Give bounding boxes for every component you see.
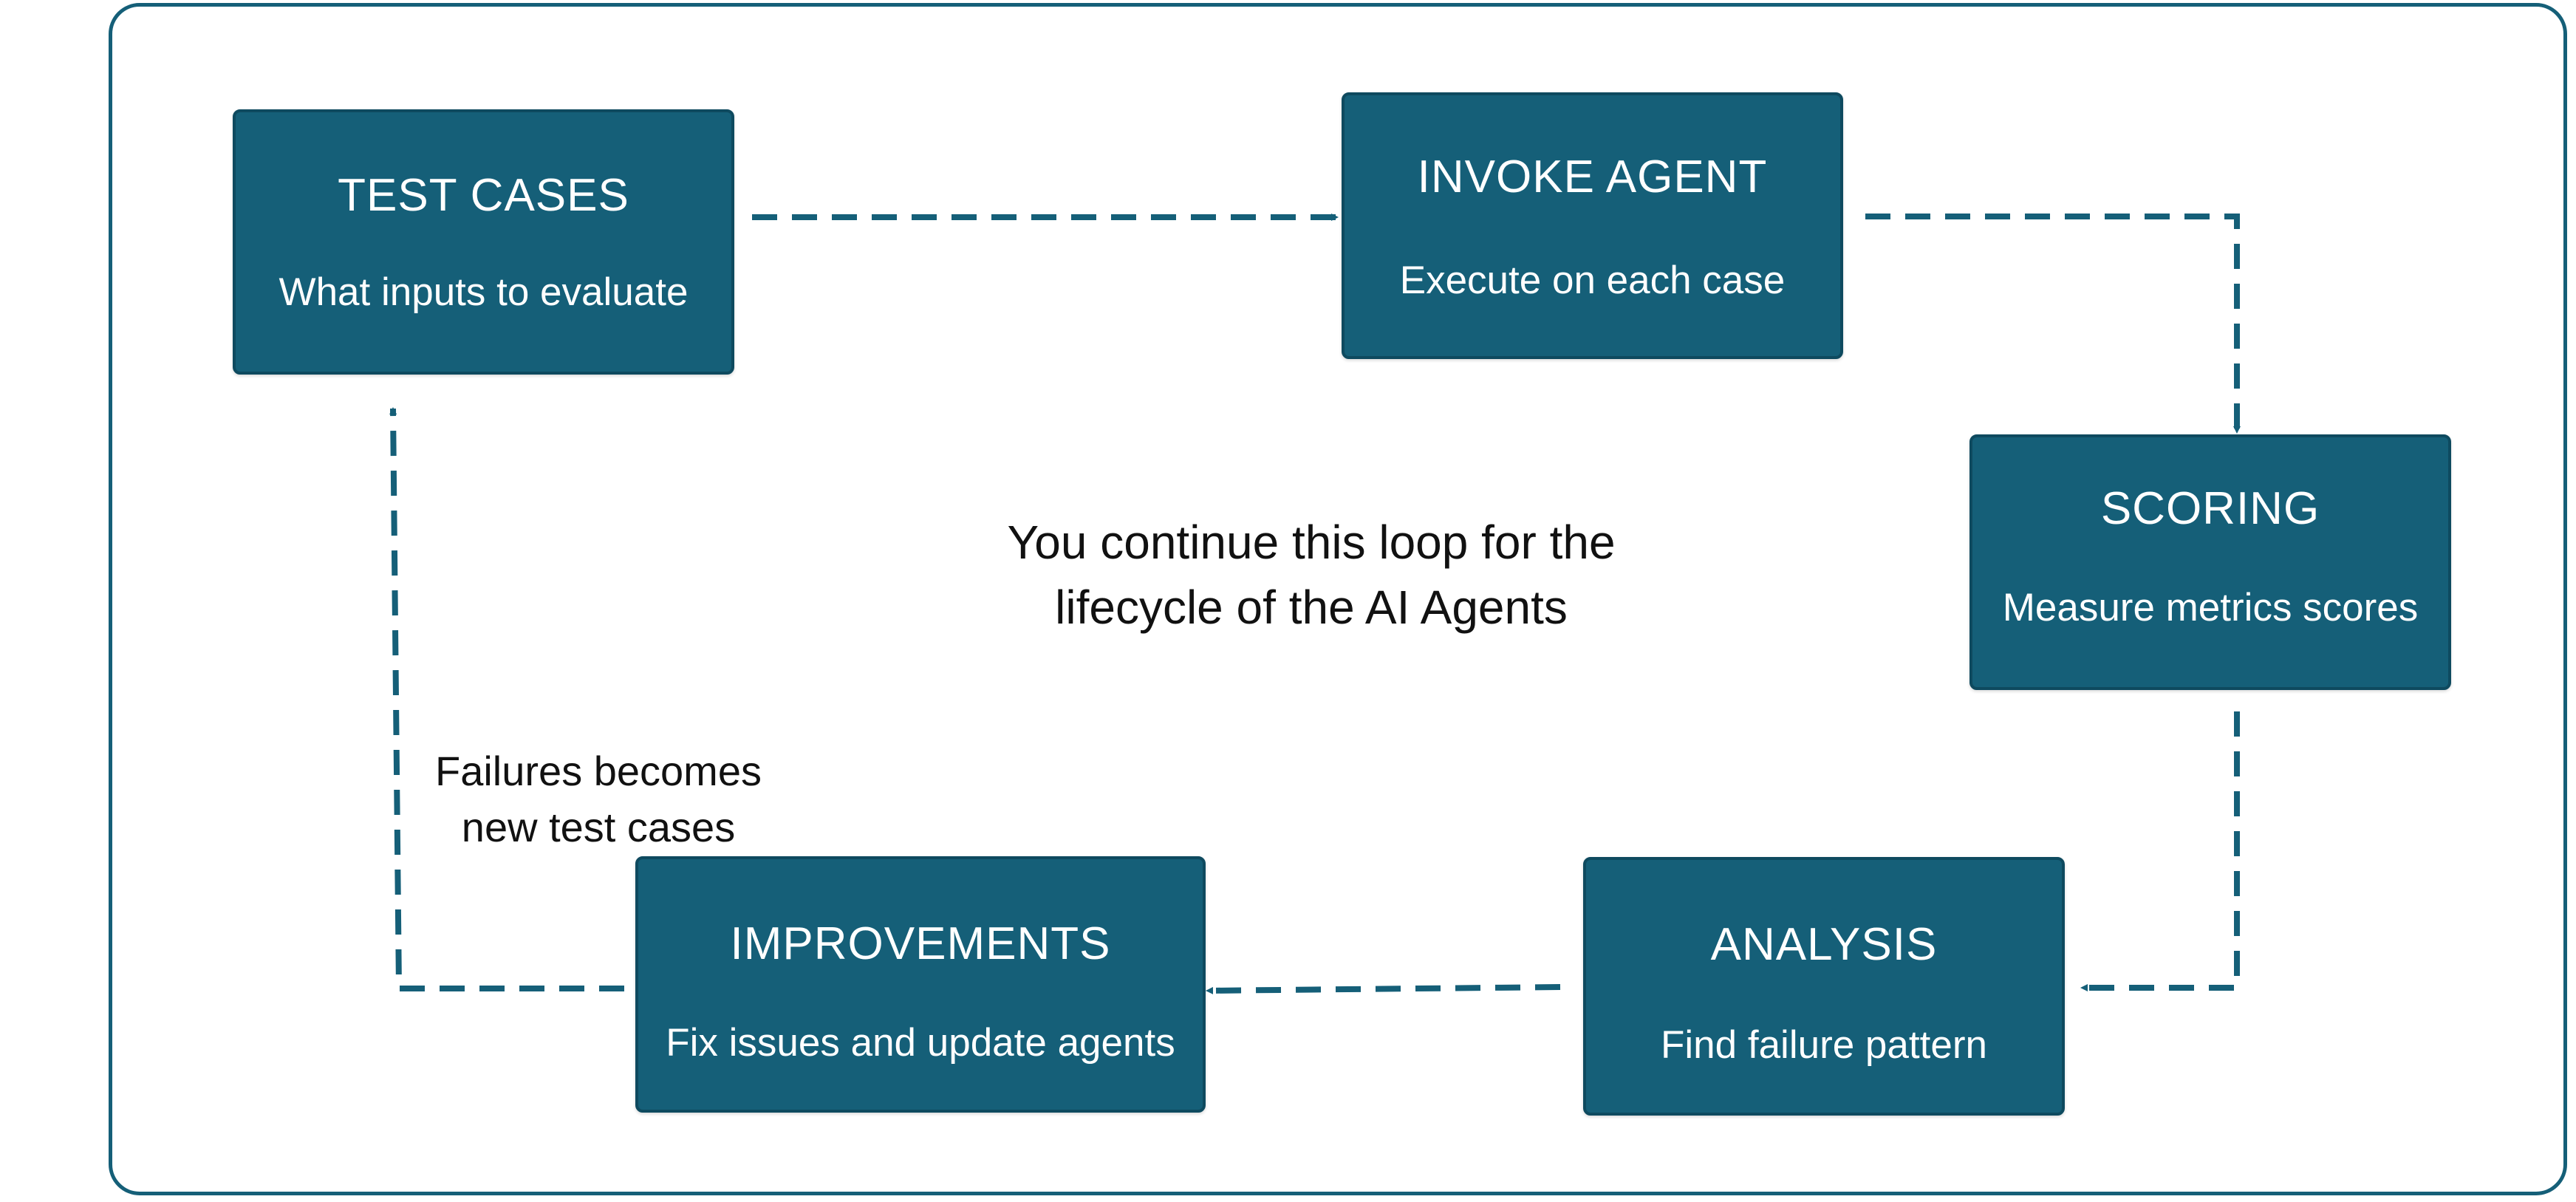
node-title: IMPROVEMENTS bbox=[730, 918, 1111, 969]
loop-caption-line-2: lifecycle of the AI Agents bbox=[1055, 581, 1568, 634]
node-test-cases: TEST CASES What inputs to evaluate bbox=[233, 109, 734, 375]
loop-caption-line-1: You continue this loop for the bbox=[1007, 516, 1616, 569]
feedback-caption: Failures becomes new test cases bbox=[406, 743, 790, 856]
node-subtitle: Fix issues and update agents bbox=[666, 1021, 1175, 1065]
node-title: INVOKE AGENT bbox=[1417, 151, 1768, 202]
feedback-caption-line-1: Failures becomes bbox=[435, 748, 762, 794]
node-subtitle: Execute on each case bbox=[1399, 259, 1786, 302]
node-title: TEST CASES bbox=[338, 170, 629, 221]
node-title: ANALYSIS bbox=[1710, 919, 1938, 970]
node-improvements: IMPROVEMENTS Fix issues and update agent… bbox=[635, 856, 1206, 1113]
loop-caption: You continue this loop for the lifecycle… bbox=[946, 510, 1677, 640]
node-subtitle: Measure metrics scores bbox=[2002, 586, 2419, 629]
node-analysis: ANALYSIS Find failure pattern bbox=[1583, 857, 2065, 1116]
node-subtitle: What inputs to evaluate bbox=[279, 270, 689, 314]
node-scoring: SCORING Measure metrics scores bbox=[1969, 434, 2451, 690]
node-title: SCORING bbox=[2100, 483, 2320, 534]
feedback-caption-line-2: new test cases bbox=[461, 804, 736, 850]
node-invoke-agent: INVOKE AGENT Execute on each case bbox=[1342, 92, 1843, 359]
node-subtitle: Find failure pattern bbox=[1661, 1023, 1987, 1067]
